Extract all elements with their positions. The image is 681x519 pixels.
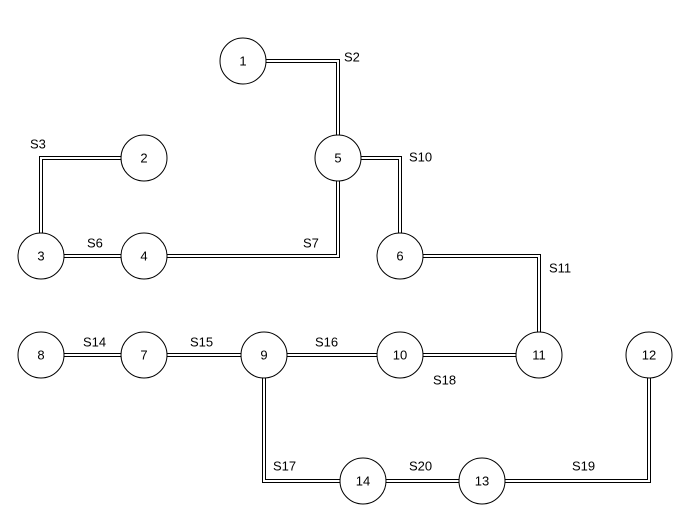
node-circle <box>458 457 506 505</box>
node-7: 7 <box>120 331 168 379</box>
edge-label-s3: S3 <box>30 137 46 152</box>
node-circle <box>314 134 362 182</box>
node-label: 3 <box>37 249 44 264</box>
edge-line-outer <box>39 156 121 233</box>
edge-line-inner <box>361 157 401 233</box>
edge-line-inner <box>40 157 121 233</box>
node-4: 4 <box>120 232 168 280</box>
edge-line-inner <box>266 60 339 135</box>
node-label: 10 <box>393 348 407 363</box>
edge-s19 <box>505 378 651 483</box>
node-circle <box>376 232 424 280</box>
node-circle <box>219 37 267 85</box>
edge-s11 <box>423 254 541 332</box>
node-8: 8 <box>17 331 65 379</box>
node-circle <box>339 457 387 505</box>
node-9: 9 <box>240 331 288 379</box>
node-label: 9 <box>260 348 267 363</box>
node-14: 14 <box>339 457 387 505</box>
node-13: 13 <box>458 457 506 505</box>
edge-label-s20: S20 <box>409 459 432 474</box>
edge-line-inner <box>263 378 340 482</box>
node-5: 5 <box>314 134 362 182</box>
node-label: 13 <box>475 474 489 489</box>
edge-label-s17: S17 <box>273 459 296 474</box>
edge-label-s14: S14 <box>83 335 106 350</box>
node-label: 11 <box>532 348 546 363</box>
node-circle <box>17 331 65 379</box>
node-label: 5 <box>334 151 341 166</box>
edge-s2 <box>266 59 340 135</box>
edge-label-s7: S7 <box>303 236 319 251</box>
node-circle <box>17 232 65 280</box>
edge-s3 <box>39 156 121 233</box>
edge-label-s11: S11 <box>549 261 571 276</box>
edge-label-s10: S10 <box>409 150 432 165</box>
node-12: 12 <box>625 331 673 379</box>
node-6: 6 <box>376 232 424 280</box>
edge-line-outer <box>361 156 402 233</box>
edge-s10 <box>361 156 402 233</box>
edge-label-s19: S19 <box>572 459 595 474</box>
node-label: 8 <box>37 348 44 363</box>
node-circle <box>240 331 288 379</box>
edge-label-s16: S16 <box>315 335 338 350</box>
node-11: 11 <box>515 331 563 379</box>
node-label: 7 <box>140 348 147 363</box>
edge-s17 <box>262 378 340 483</box>
edge-label-s6: S6 <box>87 236 103 251</box>
edge-label-s15: S15 <box>190 335 213 350</box>
node-label: 1 <box>239 54 246 69</box>
node-circle <box>120 232 168 280</box>
node-label: 4 <box>140 249 147 264</box>
node-2: 2 <box>120 134 168 182</box>
edge-line-inner <box>505 378 650 482</box>
edge-line-outer <box>423 254 541 332</box>
node-circle <box>515 331 563 379</box>
node-circle <box>376 331 424 379</box>
edges-layer <box>39 59 651 483</box>
node-label: 14 <box>356 474 370 489</box>
node-3: 3 <box>17 232 65 280</box>
node-1: 1 <box>219 37 267 85</box>
edge-label-s18: S18 <box>433 373 456 388</box>
node-10: 10 <box>376 331 424 379</box>
edge-line-inner <box>423 255 540 332</box>
node-label: 2 <box>140 151 147 166</box>
node-circle <box>625 331 673 379</box>
node-circle <box>120 331 168 379</box>
edge-line-inner <box>167 181 339 257</box>
node-label: 12 <box>642 348 656 363</box>
edge-line-outer <box>266 59 340 135</box>
node-label: 6 <box>396 249 403 264</box>
node-circle <box>120 134 168 182</box>
edge-s7 <box>167 181 340 258</box>
edge-label-s2: S2 <box>344 50 360 65</box>
